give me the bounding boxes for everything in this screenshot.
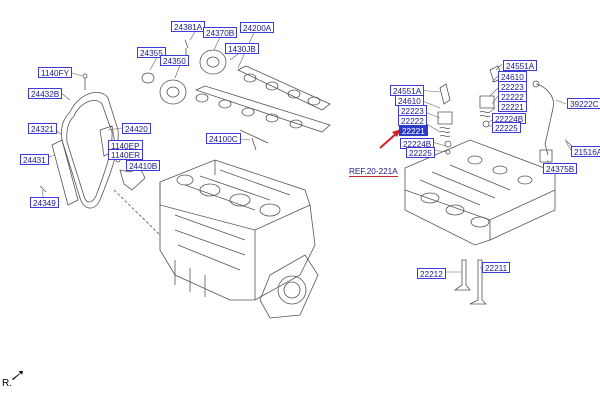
part-label-24100C[interactable]: 24100C <box>206 133 241 144</box>
right-cylinder-head <box>404 139 556 246</box>
part-label-24321[interactable]: 24321 <box>28 123 57 134</box>
part-label-22225-left[interactable]: 22225 <box>406 147 435 158</box>
part-label-1140ER[interactable]: 1140ER <box>108 149 143 160</box>
part-label-21516A[interactable]: 21516A <box>571 146 600 157</box>
part-label-24200A[interactable]: 24200A <box>240 22 275 33</box>
part-label-22221-left-highlighted[interactable]: 22221 <box>399 125 428 136</box>
part-label-24355[interactable]: 24355 <box>137 47 166 58</box>
part-label-24551A-right[interactable]: 24551A <box>503 60 538 71</box>
part-label-22221-right[interactable]: 22221 <box>498 101 527 112</box>
part-label-1430JB[interactable]: 1430JB <box>225 43 259 54</box>
part-label-22225-right[interactable]: 22225 <box>492 122 521 133</box>
footer-text: R. <box>2 378 12 389</box>
highlight-pointer-arrow <box>379 129 401 149</box>
part-label-24350[interactable]: 24350 <box>160 55 189 66</box>
part-label-24432B[interactable]: 24432B <box>28 88 63 99</box>
cam-sprockets <box>141 39 227 105</box>
left-engine-block <box>159 159 319 319</box>
part-label-39222C[interactable]: 39222C <box>567 98 600 109</box>
part-label-24410B[interactable]: 24410B <box>126 160 161 171</box>
footer-arrow-icon <box>12 371 23 380</box>
camshafts <box>194 65 331 151</box>
part-label-1140FY[interactable]: 1140FY <box>38 67 73 78</box>
part-label-24370B[interactable]: 24370B <box>203 27 238 38</box>
part-label-22211[interactable]: 22211 <box>482 262 511 273</box>
part-label-24420[interactable]: 24420 <box>122 123 151 134</box>
part-label-22212[interactable]: 22212 <box>417 268 446 279</box>
part-label-24349[interactable]: 24349 <box>30 197 59 208</box>
timing-chain <box>39 73 146 209</box>
part-label-24381A[interactable]: 24381A <box>171 21 206 32</box>
part-label-24375B[interactable]: 24375B <box>543 163 578 174</box>
part-label-24431[interactable]: 24431 <box>20 154 49 165</box>
reference-label-20-221A[interactable]: REF.20-221A <box>349 166 398 177</box>
cam-position-sensor <box>532 80 573 163</box>
valve-train-parts <box>437 65 503 305</box>
